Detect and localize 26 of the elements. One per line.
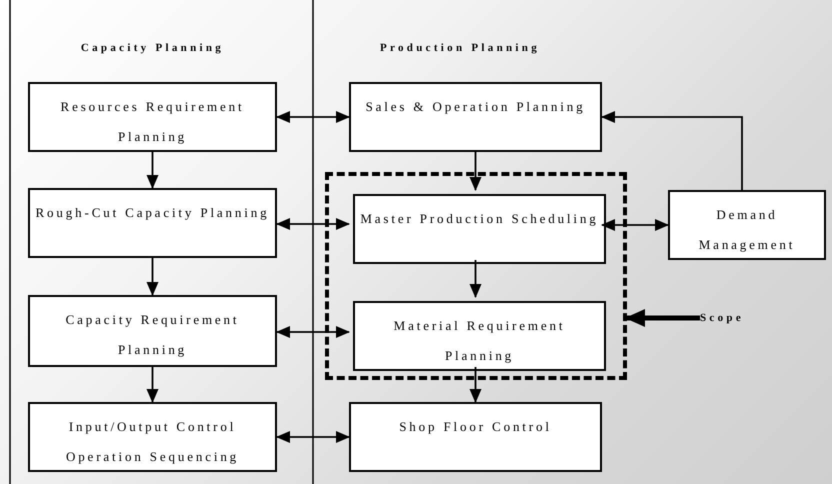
arrow xyxy=(146,152,158,189)
scope-box xyxy=(325,172,627,380)
process-box: Capacity Requirement Planning xyxy=(28,295,277,367)
arrow xyxy=(276,218,350,230)
process-box: Resources Requirement Planning xyxy=(28,82,277,152)
arrow xyxy=(276,111,350,123)
scope-label: Scope xyxy=(700,308,770,328)
process-box: Shop Floor Control xyxy=(349,402,602,472)
arrow xyxy=(276,431,350,443)
arrow xyxy=(146,258,158,296)
column-heading: Production Planning xyxy=(379,41,541,56)
arrow xyxy=(601,219,669,231)
column-heading: Capacity Planning xyxy=(80,41,226,56)
process-box: Rough-Cut Capacity Planning xyxy=(28,188,277,258)
process-box: Input/Output Control Operation Sequencing xyxy=(28,402,277,472)
arrow xyxy=(276,326,350,338)
arrow xyxy=(625,309,700,327)
arrow xyxy=(470,367,482,403)
process-box: Demand Management xyxy=(668,190,826,260)
arrow xyxy=(470,260,482,298)
arrow xyxy=(146,367,158,403)
process-box: Material Requirement Planning xyxy=(353,301,606,371)
process-box: Sales & Operation Planning xyxy=(349,82,602,152)
process-box: Master Production Scheduling xyxy=(353,194,606,264)
arrow xyxy=(470,152,482,191)
arrow xyxy=(601,111,743,190)
